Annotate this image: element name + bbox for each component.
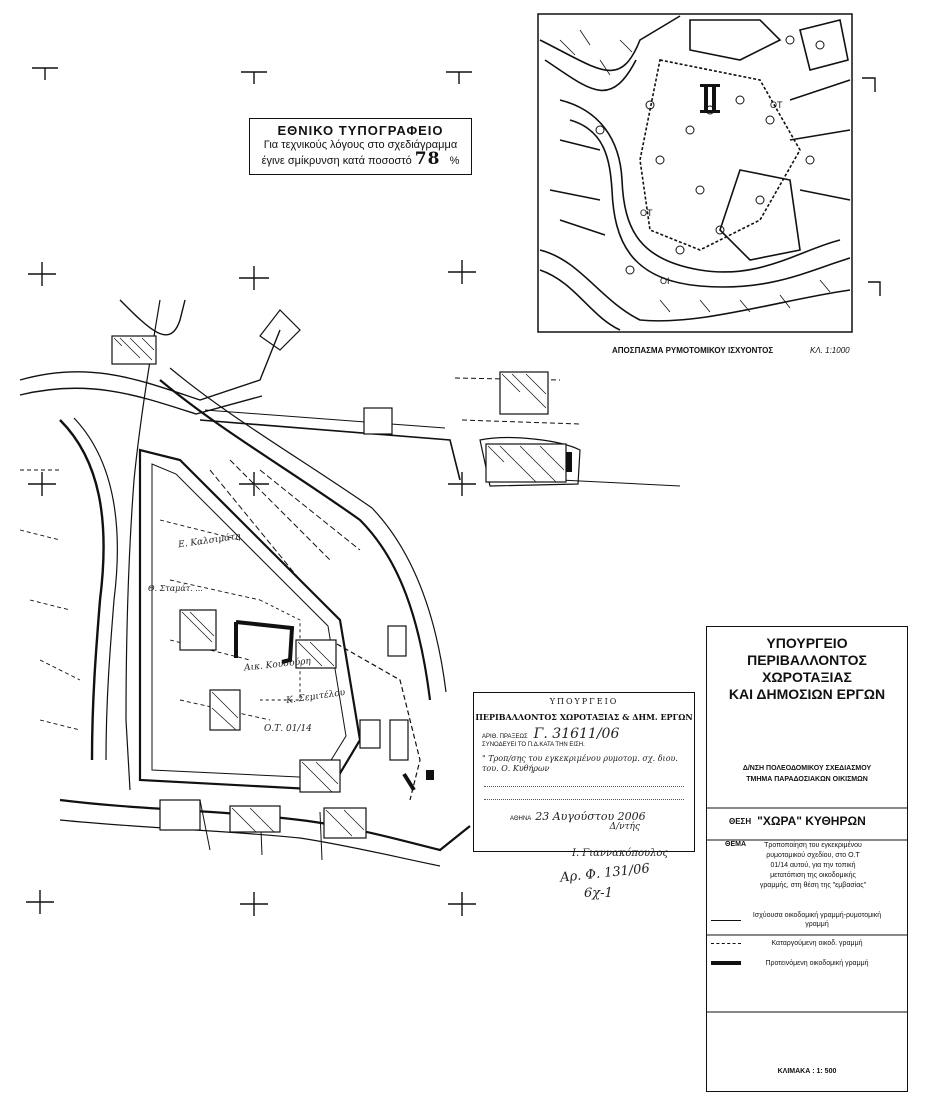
stamp-number-value: Γ. 31611/06 bbox=[533, 726, 620, 742]
main-plan bbox=[19, 299, 681, 867]
subject-field: ΘΕΜΑ Τροποποίηση του εγκεκριμένου ρυμοτο… bbox=[707, 835, 907, 895]
inset-caption: ΑΠΟΣΠΑΣΜΑ ΡΥΜΟΤΟΜΙΚΟΥ ΙΣΧΥΟΝΤΟΣ bbox=[612, 346, 774, 355]
location-value: "ΧΩΡΑ" ΚΥΘΗΡΩΝ bbox=[757, 814, 866, 828]
stamp-director: Δ/ντής bbox=[609, 822, 640, 832]
reduction-percent: 78 bbox=[414, 149, 441, 169]
stamp-date-label: ΑΘΗΝΑ bbox=[510, 816, 532, 822]
stamp-header: ΥΠΟΥΡΓΕΙΟ bbox=[549, 697, 619, 706]
legend-item-proposed: Προτεινόμενη οικοδομική γραμμή bbox=[707, 953, 907, 973]
stamp-dotted-line bbox=[484, 778, 684, 787]
legend-solid-line bbox=[711, 919, 741, 921]
reduction-note-line-1: Για τεχνικούς λόγους στο σχεδιάγραμμα bbox=[263, 139, 458, 151]
reduction-note-line-2: έγινε σμίκρυνση κατά ποσοστό 78 % bbox=[250, 149, 471, 169]
drawing-scale: ΚΛΙΜΑΚΑ : 1: 500 bbox=[777, 1068, 837, 1075]
printing-office-notice: ΕΘΝΙΚΟ ΤΥΠΟΓΡΑΦΕΙΟ Για τεχνικούς λόγους … bbox=[249, 118, 472, 175]
legend-item-existing: Ισχύουσα οικοδομική γραμμή-ρυμοτομική γρ… bbox=[707, 907, 907, 933]
ministry-line-4: ΚΑΙ ΔΗΜΟΣΙΩΝ ΕΡΓΩΝ bbox=[728, 686, 886, 702]
legend-proposed-text: Προτεινόμενη οικοδομική γραμμή bbox=[765, 959, 869, 967]
legend-thick-line bbox=[711, 961, 741, 965]
legend-rules bbox=[706, 807, 908, 1013]
subject-label: ΘΕΜΑ bbox=[725, 841, 746, 848]
stamp-number-label: ΑΡΙΘ. ΠΡΑΞΕΩΣ bbox=[482, 734, 528, 740]
approval-stamp: ΥΠΟΥΡΓΕΙΟ ΠΕΡΙΒΑΛΛΟΝΤΟΣ ΧΩΡΟΤΑΞΙΑΣ & ΔΗΜ… bbox=[473, 692, 695, 852]
owner-label-2: Θ. Σταμάτ. ... bbox=[148, 584, 203, 593]
stamp-signature: Ι. Γιαννακόπουλος bbox=[572, 848, 669, 859]
legend-existing-text: Ισχύουσα οικοδομική γραμμή-ρυμοτομική γρ… bbox=[752, 912, 882, 928]
stamp-row-number: ΑΡΙΘ. ΠΡΑΞΕΩΣ Γ. 31611/06 bbox=[474, 726, 694, 742]
reduction-note-prefix: έγινε σμίκρυνση κατά ποσοστό bbox=[261, 155, 412, 167]
subject-text: Τροποποίηση του εγκεκριμένου ρυμοτομικού… bbox=[759, 842, 867, 889]
reference-code: 6χ-1 bbox=[584, 886, 613, 901]
department-line-2: ΤΜΗΜΑ ΠΑΡΑΔΟΣΙΑΚΩΝ ΟΙΚΙΣΜΩΝ bbox=[746, 776, 868, 783]
hatching bbox=[113, 337, 565, 837]
ministry-name: ΥΠΟΥΡΓΕΙΟ ΠΕΡΙΒΑΛΛΟΝΤΟΣ ΧΩΡΟΤΑΞΙΑΣ ΚΑΙ Δ… bbox=[707, 635, 907, 703]
stamp-organization: ΠΕΡΙΒΑΛΛΟΝΤΟΣ ΧΩΡΟΤΑΞΙΑΣ & ΔΗΜ. ΕΡΓΩΝ bbox=[475, 712, 693, 722]
printing-office-title: ΕΘΝΙΚΟ ΤΥΠΟΓΡΑΦΕΙΟ bbox=[277, 123, 444, 138]
location-label: ΘΕΣΗ bbox=[729, 816, 752, 826]
legend-item-abolished: Καταργούμενη οικοδ. γραμμή bbox=[707, 933, 907, 953]
inset-block-label-2: ΟΤ bbox=[770, 100, 783, 110]
block-label: Ο.Τ. 01/14 bbox=[264, 724, 312, 734]
inset-plan-excerpt bbox=[537, 13, 853, 333]
stamp-accompanies-label: ΣΥΝΟΔΕΥΕΙ ΤΟ Π.Δ.ΚΑΤΑ ΤΗΝ ΕΙΣΗ. bbox=[482, 742, 585, 748]
stamp-accompanies-value: " Τροπ/σης του εγκεκριμένου ρυμοτομ. σχ.… bbox=[482, 754, 678, 773]
buildings bbox=[111, 335, 567, 839]
inset-block-label: ΟΤ bbox=[640, 208, 653, 218]
legend-dashed-line bbox=[711, 942, 741, 944]
proposed-line-marker-2 bbox=[426, 770, 434, 780]
inset-block-label-3: ΟΙ bbox=[660, 276, 670, 286]
title-block: ΥΠΟΥΡΓΕΙΟ ΠΕΡΙΒΑΛΛΟΝΤΟΣ ΧΩΡΟΤΑΞΙΑΣ ΚΑΙ Δ… bbox=[706, 626, 908, 1092]
department-line-1: Δ/ΝΣΗ ΠΟΛΕΟΔΟΜΙΚΟΥ ΣΧΕΔΙΑΣΜΟΥ bbox=[742, 765, 872, 772]
ministry-line-3: ΧΩΡΟΤΑΞΙΑΣ bbox=[762, 669, 852, 685]
ministry-line-1: ΥΠΟΥΡΓΕΙΟ bbox=[766, 635, 848, 651]
location-field: ΘΕΣΗ "ΧΩΡΑ" ΚΥΘΗΡΩΝ bbox=[707, 807, 907, 835]
stamp-date-value: 23 Αυγούστου 2006 bbox=[535, 810, 646, 823]
stamp-row-date: ΑΘΗΝΑ 23 Αυγούστου 2006 bbox=[474, 810, 694, 823]
registration-marks bbox=[26, 67, 881, 916]
inset-scale: ΚΛ. 1:1000 bbox=[810, 346, 850, 355]
percent-sign: % bbox=[449, 155, 460, 167]
stamp-row-accompanies: ΣΥΝΟΔΕΥΕΙ ΤΟ Π.Δ.ΚΑΤΑ ΤΗΝ ΕΙΣΗ. bbox=[474, 742, 694, 754]
proposed-line-marker bbox=[566, 452, 572, 472]
stamp-dotted-line-2 bbox=[484, 791, 684, 800]
ministry-line-2: ΠΕΡΙΒΑΛΛΟΝΤΟΣ bbox=[747, 652, 867, 668]
proposed-building-line bbox=[234, 620, 416, 792]
legend-abolished-text: Καταργούμενη οικοδ. γραμμή bbox=[771, 939, 863, 947]
